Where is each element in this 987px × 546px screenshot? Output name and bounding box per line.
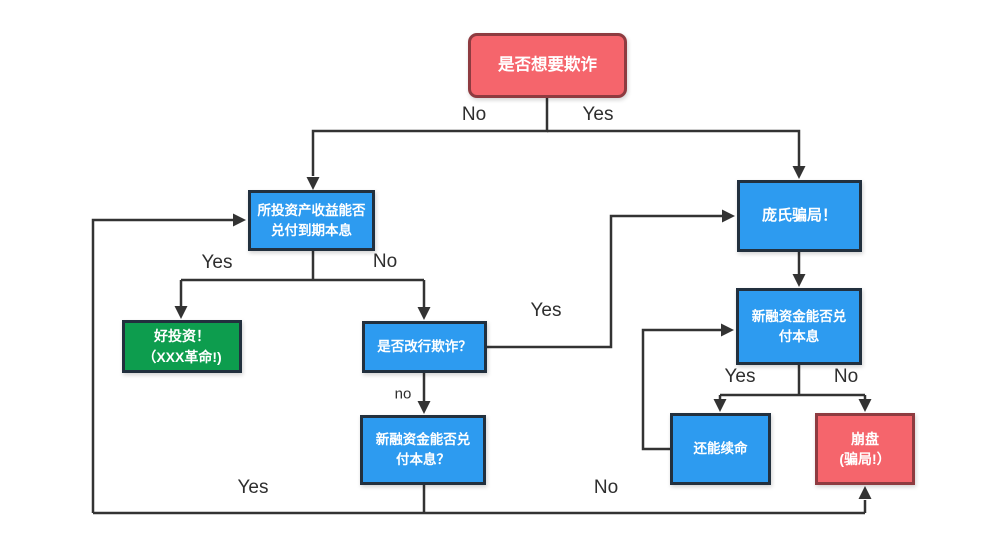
node-crash-line1: 崩盘 [851, 430, 879, 447]
node-newfund-line2: 付本息？ [396, 452, 450, 467]
node-new-funding-question2: 新融资金能否兑 付本息 [736, 288, 862, 365]
edge-label-asset-yes: Yes [201, 252, 233, 273]
node-new-funding-question: 新融资金能否兑 付本息？ [360, 415, 486, 485]
connector-start-to-asset [306, 98, 549, 190]
node-good-line1: 好投资！ [154, 328, 210, 345]
connector-start-to-ponzi [547, 129, 806, 179]
node-start-question: 是否想要欺诈 [468, 33, 627, 98]
node-survive: 还能续命 [670, 413, 771, 485]
node-newfund-line1: 新融资金能否兑 [375, 432, 471, 448]
node-start-label: 是否想要欺诈 [498, 55, 597, 74]
node-good-line2: （XXX革命!) [142, 348, 222, 365]
node-newfund2-line1: 新融资金能否兑 [751, 308, 847, 324]
node-switch-question: 是否改行欺诈？ [362, 321, 487, 373]
edge-label-start-yes: Yes [582, 104, 614, 125]
connector-survive-loop [641, 323, 734, 451]
node-crash: 崩盘 (骗局!） [815, 413, 915, 485]
node-asset-line1: 所投资产收益能否 [257, 202, 366, 218]
connector-ponzi-to-newfund2 [792, 252, 806, 287]
node-asset-line2: 兑付到期本息 [271, 222, 352, 238]
node-ponzi-label: 庞氏骗局！ [761, 207, 837, 225]
connector-switch-to-ponzi [487, 209, 735, 349]
node-good-investment: 好投资！ （XXX革命!) [122, 320, 242, 373]
edge-label-asset-no: No [372, 251, 398, 272]
node-newfund2-line2: 付本息 [778, 328, 820, 344]
edge-label-switch-no: no [394, 385, 412, 403]
edge-label-loop-yes: Yes [237, 477, 269, 498]
node-switch-label: 是否改行欺诈？ [377, 339, 472, 355]
node-survive-label: 还能续命 [693, 441, 748, 457]
connector-switch-to-newfund [417, 373, 431, 414]
edge-label-start-no: No [461, 104, 487, 125]
node-crash-line2: (骗局!） [839, 451, 891, 467]
connector-newfund2-split [713, 365, 872, 412]
node-asset-question: 所投资产收益能否 兑付到期本息 [248, 190, 375, 251]
edge-label-loop-no: No [593, 477, 619, 498]
edge-label-switch-yes: Yes [530, 300, 562, 321]
edge-label-funding2-yes: Yes [724, 366, 756, 387]
connector-asset-split [174, 251, 431, 320]
connector-bottom-loop [91, 213, 872, 515]
node-ponzi-scheme: 庞氏骗局！ [737, 180, 862, 252]
edge-label-funding2-no: No [833, 366, 859, 387]
